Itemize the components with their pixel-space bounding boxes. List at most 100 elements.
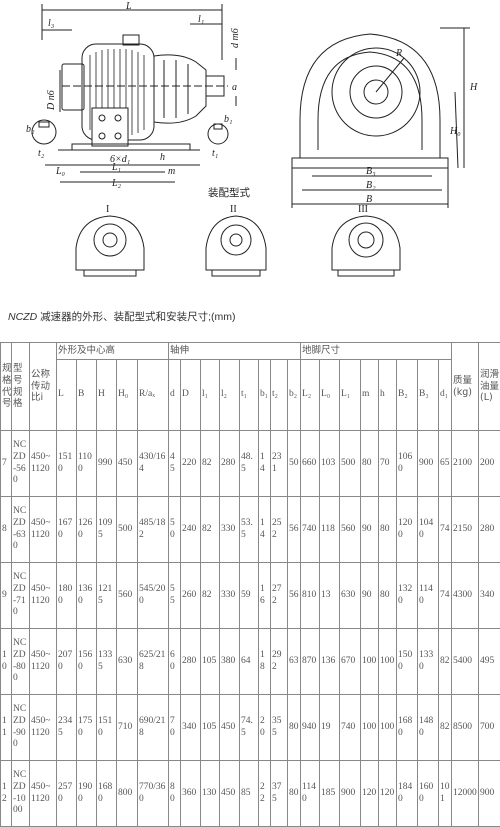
- form-label-3: III: [358, 204, 368, 215]
- cell-value: 105: [201, 695, 220, 761]
- cell-value: 280: [181, 629, 201, 695]
- cell-value: 740: [340, 695, 361, 761]
- cell-value: 22: [259, 761, 271, 827]
- cell-value: 1480: [418, 695, 439, 761]
- cell-value: 101: [439, 761, 452, 827]
- cell-mass: 12000: [452, 761, 479, 827]
- cell-value: 450: [117, 431, 138, 497]
- cell-value: 103: [320, 431, 340, 497]
- cell-model: NCZD-630: [12, 497, 30, 563]
- col-header: L₂: [301, 360, 320, 431]
- cell-value: 50: [169, 497, 181, 563]
- dim-t2: t₂: [38, 148, 45, 159]
- cell-value: 1800: [57, 563, 77, 629]
- dim-b2: b₂: [26, 124, 35, 135]
- cell-mass: 2150: [452, 497, 479, 563]
- cell-value: 272: [271, 563, 288, 629]
- cell-value: 220: [181, 431, 201, 497]
- cell-value: 48.5: [240, 431, 259, 497]
- cell-value: 560: [117, 563, 138, 629]
- cell-value: 1100: [77, 431, 97, 497]
- cell-value: 670: [340, 629, 361, 695]
- dim-H: H: [469, 82, 478, 93]
- cell-value: 2070: [57, 629, 77, 695]
- cell-value: 1320: [397, 563, 418, 629]
- cell-value: 560: [340, 497, 361, 563]
- cell-value: 55: [169, 563, 181, 629]
- col-header: L₁: [340, 360, 361, 431]
- col-header: B₃: [418, 360, 439, 431]
- assembly-title: 装配型式: [208, 186, 250, 199]
- cell-value: 80: [361, 431, 379, 497]
- cell-value: 136: [320, 629, 340, 695]
- cell-value: 252: [271, 497, 288, 563]
- dim-L: L: [125, 1, 132, 12]
- cell-value: 1335: [97, 629, 117, 695]
- dim-L0: L₀: [55, 166, 66, 177]
- cell-value: 770/360: [138, 761, 169, 827]
- cell-value: 105: [201, 629, 220, 695]
- cell-spec: 12: [1, 761, 12, 827]
- cell-value: 1260: [77, 497, 97, 563]
- col-header: b₁: [259, 360, 271, 431]
- col-header: B₂: [397, 360, 418, 431]
- cell-value: 100: [361, 695, 379, 761]
- cell-spec: 7: [1, 431, 12, 497]
- cell-value: 70: [169, 695, 181, 761]
- cell-value: 1140: [418, 563, 439, 629]
- cell-value: 120: [361, 761, 379, 827]
- dim-B3: B₃: [366, 166, 376, 177]
- cell-value: 1600: [418, 761, 439, 827]
- cell-value: 56: [288, 563, 301, 629]
- cell-value: 450: [220, 761, 240, 827]
- cell-value: 375: [271, 761, 288, 827]
- dim-dm6: d m6: [230, 28, 241, 48]
- cell-value: 100: [379, 695, 397, 761]
- cell-value: 56: [288, 497, 301, 563]
- cell-ratio: 450~1120: [30, 695, 57, 761]
- dim-t1: t₁: [212, 148, 218, 159]
- cell-value: 2345: [57, 695, 77, 761]
- cell-value: 485/182: [138, 497, 169, 563]
- cell-mass: 4300: [452, 563, 479, 629]
- cell-value: 59: [240, 563, 259, 629]
- cell-value: 710: [117, 695, 138, 761]
- dim-R: R: [395, 48, 402, 59]
- cell-oil: 200: [479, 431, 500, 497]
- cell-value: 630: [340, 563, 361, 629]
- cell-value: 1670: [57, 497, 77, 563]
- cell-value: 90: [361, 497, 379, 563]
- dim-H0: H₀: [449, 126, 461, 137]
- header-row-groups: 规格代号 型号规格 公称传动比i 外形及中心高 轴伸 地脚尺寸 质量(kg) 润…: [1, 343, 500, 360]
- cell-value: 63: [288, 629, 301, 695]
- dim-L1: L₁: [111, 162, 121, 173]
- cell-value: 100: [361, 629, 379, 695]
- cell-value: 330: [220, 497, 240, 563]
- cell-value: 82: [201, 431, 220, 497]
- cell-value: 1500: [397, 629, 418, 695]
- cell-value: 64: [240, 629, 259, 695]
- cell-value: 74: [439, 563, 452, 629]
- cell-ratio: 450~1120: [30, 497, 57, 563]
- cell-value: 1750: [77, 695, 97, 761]
- cell-value: 185: [320, 761, 340, 827]
- cell-value: 45: [169, 431, 181, 497]
- cell-value: 625/218: [138, 629, 169, 695]
- cell-value: 80: [288, 695, 301, 761]
- cell-value: 80: [379, 563, 397, 629]
- cell-value: 810: [301, 563, 320, 629]
- cell-value: 360: [181, 761, 201, 827]
- cell-value: 130: [201, 761, 220, 827]
- dim-l1: l₁: [198, 14, 204, 25]
- cell-value: 545/200: [138, 563, 169, 629]
- cell-spec: 10: [1, 629, 12, 695]
- header-outline: 外形及中心高: [57, 343, 169, 360]
- caption-text: 减速器的外形、装配型式和安装尺寸;(mm): [37, 311, 235, 323]
- cell-model: NCZD-560: [12, 431, 30, 497]
- cell-value: 118: [320, 497, 340, 563]
- form-label-1: I: [106, 204, 109, 215]
- cell-value: 1140: [301, 761, 320, 827]
